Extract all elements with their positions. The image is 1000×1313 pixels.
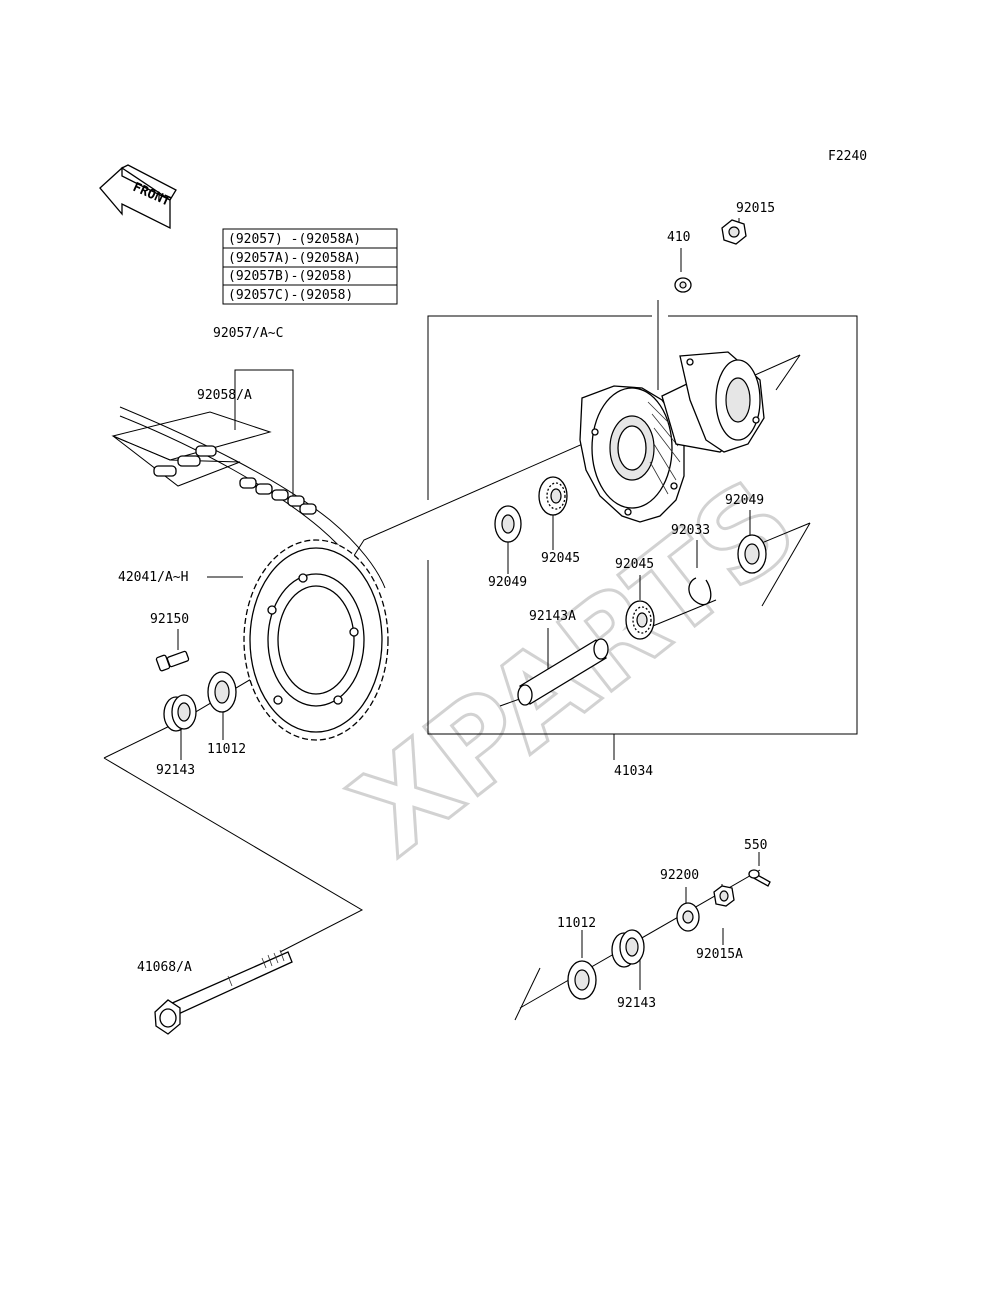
seal-92049-left-icon <box>494 505 522 543</box>
label-11012-left: 11012 <box>207 742 246 757</box>
label-92045-lower: 92045 <box>615 557 654 572</box>
label-92049-right: 92049 <box>725 493 764 508</box>
label-92143-left: 92143 <box>156 763 195 778</box>
label-92143A: 92143A <box>529 609 576 624</box>
label-92015A: 92015A <box>696 947 743 962</box>
washer-92200-icon <box>676 902 700 932</box>
washer-11012-left-icon <box>207 671 237 713</box>
rear-sprocket-icon <box>243 539 389 741</box>
label-92143-right: 92143 <box>617 996 656 1011</box>
label-92058: 92058/A <box>197 388 252 403</box>
nut-92015A-icon <box>713 885 735 907</box>
label-92150: 92150 <box>150 612 189 627</box>
label-42041: 42041/A~H <box>118 570 188 585</box>
axle-41068-icon <box>154 949 293 1035</box>
label-41034: 41034 <box>614 764 653 779</box>
label-92033: 92033 <box>671 523 710 538</box>
nut-410-icon <box>674 277 692 293</box>
collar-92143-left-icon <box>163 694 197 732</box>
circlip-92033-icon <box>688 577 712 606</box>
label-11012-right: 11012 <box>557 916 596 931</box>
cotter-pin-550-icon <box>748 869 771 887</box>
bolt-92150-icon <box>155 650 190 672</box>
seal-92049-right-icon <box>737 534 767 574</box>
table-row: (92057B)-(92058) <box>228 269 353 284</box>
washer-11012-right-icon <box>567 960 597 1000</box>
rear-hub-icon <box>579 351 765 523</box>
label-92045-upper: 92045 <box>541 551 580 566</box>
front-arrow-icon: FRONT <box>99 164 177 230</box>
spacer-92143A-icon <box>517 638 609 706</box>
label-92015: 92015 <box>736 201 775 216</box>
label-92200: 92200 <box>660 868 699 883</box>
label-92057: 92057/A~C <box>213 326 283 341</box>
collar-92143-right-icon <box>611 929 645 968</box>
label-41068: 41068/A <box>137 960 192 975</box>
nut-92015-icon <box>721 219 747 245</box>
bearing-92045-lower-icon <box>625 600 655 640</box>
bearing-92045-upper-icon <box>538 476 568 516</box>
figure-code: F2240 <box>828 149 867 164</box>
table-row: (92057A)-(92058A) <box>228 251 361 266</box>
label-550: 550 <box>744 838 767 853</box>
table-row: (92057C)-(92058) <box>228 288 353 303</box>
label-410: 410 <box>667 230 690 245</box>
chain-table: (92057) -(92058A) (92057A)-(92058A) (920… <box>222 228 398 305</box>
label-92049-left: 92049 <box>488 575 527 590</box>
table-row: (92057) -(92058A) <box>228 232 361 247</box>
